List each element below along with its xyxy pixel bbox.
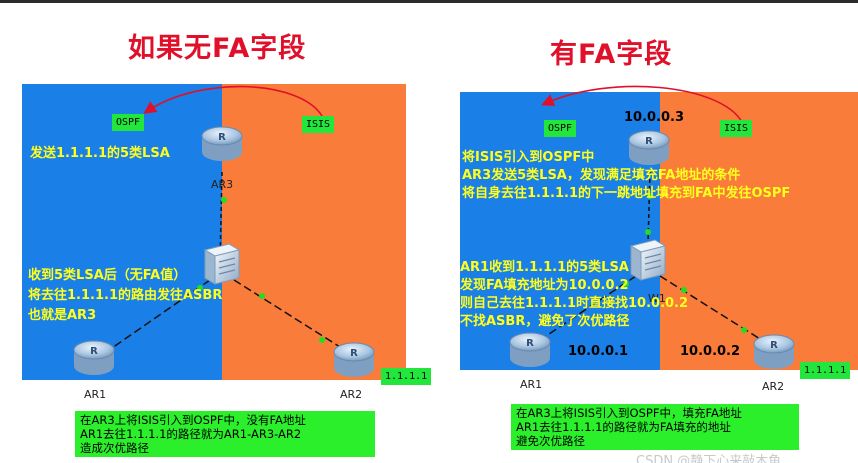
left-ar1-router-icon bbox=[72, 338, 116, 378]
right-isis-area bbox=[660, 92, 858, 370]
right-ar2-label: AR2 bbox=[762, 380, 785, 393]
left-title: 如果无FA字段 bbox=[128, 33, 307, 64]
left-note: 在AR3上将ISIS引入到OSPF中，没有FA地址 AR1去往1.1.1.1的路… bbox=[75, 411, 375, 457]
right-ospf-tag: OSPF bbox=[544, 120, 577, 137]
right-isis-tag: ISIS bbox=[720, 120, 753, 137]
right-ar1-label: AR1 bbox=[520, 378, 543, 391]
right-link-sw-ar1 bbox=[539, 275, 637, 341]
right-note-line-3: 避免次优路径 bbox=[516, 434, 585, 448]
left-ar3-router-icon bbox=[200, 124, 244, 164]
left-ospf-tag: OSPF bbox=[112, 114, 145, 131]
right-prefix-tag: 1.1.1.1 bbox=[800, 362, 851, 379]
left-ospf-area bbox=[22, 84, 222, 380]
left-ar3-label: AR3 bbox=[211, 178, 234, 191]
right-top-text-line-1: 将ISIS引入到OSPF中 bbox=[462, 150, 595, 165]
left-note-line-2: AR1去往1.1.1.1的路径就为AR1-AR3-AR2 bbox=[80, 427, 302, 441]
right-link-ar3-sw bbox=[647, 171, 651, 245]
left-recv-text-line-1: 收到5类LSA后（无FA值） bbox=[28, 268, 187, 283]
left-redistribute-arrow bbox=[143, 85, 323, 117]
left-link-sw-ar2 bbox=[233, 279, 349, 353]
left-send-text: 发送1.1.1.1的5类LSA bbox=[30, 146, 170, 161]
left-link-sw-ar1 bbox=[111, 279, 211, 349]
right-switch-icon bbox=[627, 236, 667, 282]
right-ar2-router-icon bbox=[752, 332, 796, 372]
right-note: 在AR3上将ISIS引入到OSPF中，填充FA地址 AR1去往1.1.1.1的路… bbox=[511, 404, 799, 450]
left-recv-text-line-3: 也就是AR3 bbox=[28, 308, 97, 323]
left-ar2-router-icon bbox=[332, 340, 376, 380]
right-mid-text-line-1: AR1收到1.1.1.1的5类LSA bbox=[460, 260, 629, 275]
left-note-line-1: 在AR3上将ISIS引入到OSPF中，没有FA地址 bbox=[80, 413, 306, 427]
left-ar2-label: AR2 bbox=[340, 388, 363, 401]
right-mid-text-line-4: 不找ASBR，避免了次优路径 bbox=[460, 314, 630, 329]
right-ip-ar1: 10.0.0.1 bbox=[568, 344, 629, 359]
right-mid-text-line-2: 发现FA填充地址为10.0.0.2 bbox=[460, 278, 629, 293]
left-isis-tag: ISIS bbox=[302, 116, 335, 133]
right-ospf-area bbox=[460, 92, 660, 370]
right-mid-text-line-3: 则自己去往1.1.1.1时直接找10.0.0.2 bbox=[460, 296, 689, 311]
right-top-text-line-3: 将自身去往1.1.1.1的下一跳地址填充到FA中发往OSPF bbox=[462, 186, 791, 201]
right-redistribute-arrow bbox=[541, 85, 743, 123]
left-prefix-tag: 1.1.1.1 bbox=[381, 368, 432, 385]
right-note-line-1: 在AR3上将ISIS引入到OSPF中，填充FA地址 bbox=[516, 406, 742, 420]
left-switch-icon bbox=[201, 240, 241, 286]
right-ar1-router-icon bbox=[508, 330, 552, 370]
watermark: CSDN @静下心来敲木鱼 bbox=[636, 454, 782, 463]
right-title: 有FA字段 bbox=[550, 39, 673, 70]
left-topology-panel bbox=[22, 84, 406, 380]
right-topology-panel bbox=[460, 92, 858, 370]
left-ar1-label: AR1 bbox=[84, 388, 107, 401]
right-ar3-router-icon bbox=[627, 128, 671, 168]
right-ip-ar2: 10.0.0.2 bbox=[680, 344, 741, 359]
left-link-ar3-sw bbox=[219, 171, 223, 263]
right-link-sw-ar2 bbox=[659, 275, 769, 345]
top-bar bbox=[0, 0, 858, 3]
left-recv-text-line-2: 将去往1.1.1.1的路由发往ASBR bbox=[28, 288, 223, 303]
right-ip-ar3: 10.0.0.3 bbox=[624, 110, 685, 125]
right-top-text-line-2: AR3发送5类LSA，发现满足填充FA地址的条件 bbox=[462, 168, 741, 183]
right-switch-label: W1 bbox=[648, 292, 666, 305]
right-note-line-2: AR1去往1.1.1.1的路径就为FA填充的地址 bbox=[516, 420, 731, 434]
left-isis-area bbox=[222, 84, 406, 380]
left-note-line-3: 造成次优路径 bbox=[80, 441, 149, 455]
